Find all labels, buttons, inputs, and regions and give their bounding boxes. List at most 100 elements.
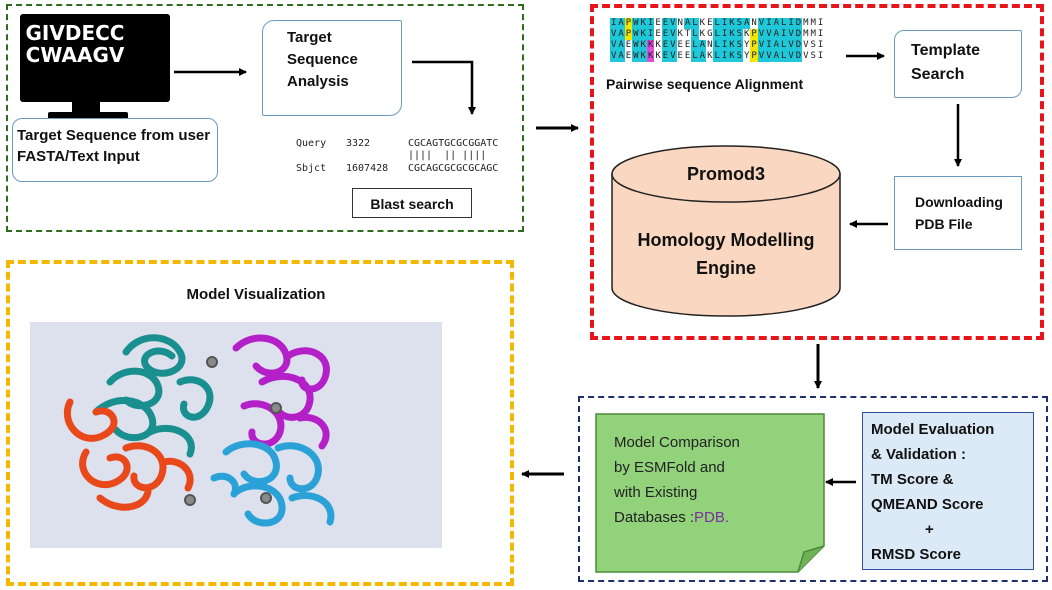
alignment-residue: V <box>757 18 766 29</box>
alignment-residue: D <box>794 40 803 51</box>
alignment-residue: K <box>639 40 647 51</box>
template-search-line-1: Template <box>911 42 981 59</box>
alignment-residue: P <box>750 29 758 40</box>
input-box-line-2: FASTA/Text Input <box>17 148 140 165</box>
protein-chain-blue <box>210 440 335 527</box>
model-evaluation-box: Model Evaluation & Validation : TM Score… <box>862 412 1034 570</box>
alignment-residue: W <box>632 18 640 29</box>
alignment-residue: K <box>744 29 750 39</box>
alignment-residue: N <box>707 40 713 50</box>
monitor-stand-base <box>48 112 128 120</box>
blast-sbjct-label: Sbjct <box>296 163 327 174</box>
alignment-residue: I <box>720 40 729 51</box>
alignment-residue: A <box>772 18 780 29</box>
alignment-residue: I <box>817 40 824 50</box>
alignment-residue: N <box>751 18 757 28</box>
alignment-residue: D <box>794 29 803 40</box>
alignment-residue: L <box>691 51 699 62</box>
note-fold-corner <box>797 545 825 573</box>
target-analysis-group-frame <box>6 4 524 232</box>
alignment-residue: A <box>617 18 625 29</box>
alignment-residue: K <box>639 51 647 62</box>
comparison-databases-label: Databases : <box>614 509 695 526</box>
alignment-residue: V <box>787 51 795 62</box>
alignment-residue: I <box>817 51 824 61</box>
protein-ligand-sticks <box>184 356 282 506</box>
alignment-residue: A <box>698 51 707 62</box>
alignment-residue: A <box>617 29 625 40</box>
alignment-residue: V <box>757 51 766 62</box>
alignment-residue: V <box>669 18 677 29</box>
alignment-residue: S <box>810 51 816 61</box>
alignment-residue: W <box>632 51 640 62</box>
alignment-residue: K <box>707 51 713 61</box>
alignment-residue: N <box>677 18 683 28</box>
alignment-residue: V <box>610 29 618 40</box>
alignment-residue: S <box>810 40 816 50</box>
alignment-residue: L <box>779 18 788 29</box>
model-comparison-text: Model Comparison by ESMFold and with Exi… <box>614 430 812 530</box>
homology-modelling-group-frame <box>590 4 1044 340</box>
alignment-residue: K <box>728 51 736 62</box>
model-visualization-group-frame <box>6 260 514 586</box>
target-sequence-analysis-box: Target Sequence Analysis <box>262 20 402 116</box>
blast-match-line: |||| || |||| <box>408 150 487 161</box>
alignment-residue: I <box>817 18 824 28</box>
alignment-residue: I <box>610 18 618 29</box>
alignment-residue: E <box>661 29 670 40</box>
alignment-residue: L <box>713 29 721 40</box>
comparison-line-1: Model Comparison <box>614 434 740 451</box>
alignment-residue: V <box>765 29 773 40</box>
target-analysis-line-3: Analysis <box>287 73 349 90</box>
alignment-residue: M <box>810 18 816 28</box>
alignment-residue: A <box>772 29 780 40</box>
alignment-residue: S <box>735 40 744 51</box>
alignment-residue: W <box>632 29 640 40</box>
alignment-residue: E <box>677 51 683 61</box>
alignment-residue: I <box>646 18 655 29</box>
alignment-residue: V <box>610 40 618 51</box>
alignment-residue: S <box>735 18 744 29</box>
alignment-residue: G <box>707 29 713 39</box>
alignment-residue: L <box>713 40 721 51</box>
alignment-residue: I <box>765 40 773 51</box>
alignment-residue: K <box>699 29 706 39</box>
alignment-residue: K <box>728 29 736 40</box>
protein-chain-teal <box>92 334 214 458</box>
evaluation-line-2: & Validation : <box>871 446 967 463</box>
alignment-residue: I <box>765 18 773 29</box>
monitor-line-1: GIVDECC <box>25 21 125 45</box>
alignment-residue: L <box>691 18 699 29</box>
alignment-residue: E <box>707 18 713 28</box>
alignment-residue: K <box>639 29 647 40</box>
alignment-residue: E <box>655 18 661 28</box>
alignment-residue: L <box>691 40 699 51</box>
alignment-residue: V <box>787 40 795 51</box>
alignment-residue: M <box>803 18 809 28</box>
alignment-residue: L <box>691 29 699 40</box>
target-analysis-line-1: Target <box>287 29 332 46</box>
alignment-residue: E <box>684 40 691 50</box>
alignment-residue: E <box>684 51 691 61</box>
alignment-residue: A <box>698 40 707 51</box>
model-evaluation-group-frame <box>578 396 1048 582</box>
homology-engine-line-1: Homology Modelling <box>637 230 815 250</box>
alignment-residue: L <box>713 51 721 62</box>
alignment-residue: K <box>646 40 655 51</box>
homology-engine-line-2: Engine <box>695 258 756 278</box>
monitor-sequence-text: GIVDECC CWAAGV <box>20 22 130 66</box>
target-analysis-line-2: Sequence <box>287 51 358 68</box>
alignment-residue: A <box>772 40 780 51</box>
target-sequence-input-box: Target Sequence from user FASTA/Text Inp… <box>12 118 218 182</box>
alignment-residue: W <box>632 40 640 51</box>
evaluation-line-1: Model Evaluation <box>871 421 995 438</box>
alignment-residue: L <box>779 51 788 62</box>
protein-ribbon-illustration <box>63 334 335 527</box>
template-search-box: Template Search <box>894 30 1022 98</box>
alignment-residue: Y <box>744 51 750 61</box>
alignment-residue: E <box>661 40 670 51</box>
alignment-residue: K <box>655 51 661 61</box>
comparison-line-2: by ESMFold and <box>614 459 725 476</box>
